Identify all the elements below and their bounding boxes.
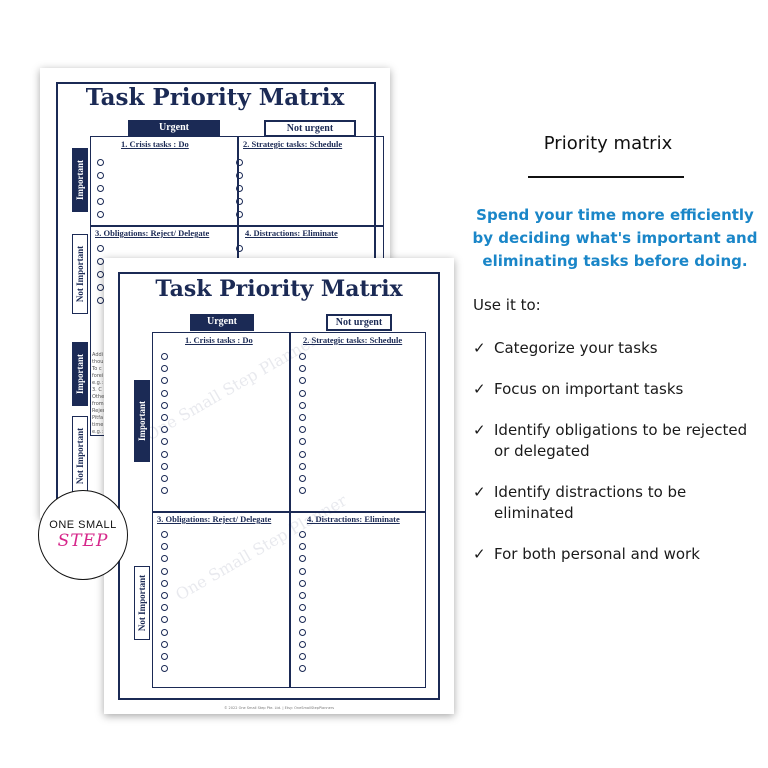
- checkbox-list: [97, 245, 104, 310]
- important-side-label-2: Important: [72, 342, 88, 406]
- list-item: ✓Identify distractions to be eliminated: [473, 483, 687, 522]
- feature-list: ✓Categorize your tasks ✓Focus on importa…: [473, 338, 763, 585]
- panel-title: Priority matrix: [543, 133, 673, 154]
- sheet-title: Task Priority Matrix: [85, 84, 345, 111]
- matrix-grid: 1. Crisis tasks : Do 2. Strategic tasks:…: [152, 332, 426, 688]
- quadrant-heading-4: 4. Distractions: Eliminate: [307, 514, 400, 524]
- sheet-frame: [118, 272, 440, 700]
- check-icon: ✓: [473, 483, 486, 501]
- not-urgent-label: Not urgent: [326, 314, 392, 331]
- checkbox-list: [299, 353, 306, 499]
- check-icon: ✓: [473, 421, 486, 439]
- quadrant-heading-2: 2. Strategic tasks: Schedule: [303, 335, 403, 345]
- sheet-title: Task Priority Matrix: [155, 276, 403, 302]
- quadrant-heading-3: 3. Obligations: Reject/ Delegate: [157, 514, 272, 524]
- important-side-label: Important: [72, 148, 88, 212]
- sheet-footer: © 2022 One Small Step Pte. Ltd. | Etsy: …: [223, 706, 335, 710]
- quadrant-heading-1: 1. Crisis tasks : Do: [185, 335, 253, 345]
- urgent-label: Urgent: [128, 120, 220, 137]
- front-worksheet: Task Priority Matrix Urgent Not urgent 1…: [104, 258, 454, 714]
- urgent-label: Urgent: [190, 314, 254, 331]
- not-important-side-label-2: Not Important: [72, 416, 88, 496]
- not-important-side-label: Not Important: [72, 234, 88, 314]
- checkbox-list: [236, 159, 243, 224]
- checkbox-list: [97, 159, 104, 224]
- not-important-side-label: Not Important: [134, 566, 150, 640]
- list-item: ✓Categorize your tasks: [473, 339, 658, 357]
- list-item: ✓Identify obligations to be rejected or …: [473, 421, 748, 460]
- quadrant-heading-2: 2. Strategic tasks: Schedule: [243, 139, 343, 149]
- one-small-step-logo: ONE SMALL STEP: [38, 490, 128, 580]
- quadrant-heading-1: 1. Crisis tasks : Do: [121, 139, 189, 149]
- list-item: ✓For both personal and work: [473, 545, 700, 563]
- quadrant-heading-3: 3. Obligations: Reject/ Delegate: [95, 228, 210, 238]
- check-icon: ✓: [473, 339, 486, 357]
- use-it-label: Use it to:: [473, 296, 541, 314]
- list-item: ✓Focus on important tasks: [473, 380, 684, 398]
- check-icon: ✓: [473, 545, 486, 563]
- checkbox-list: [236, 245, 243, 258]
- title-divider: [528, 176, 684, 178]
- check-icon: ✓: [473, 380, 486, 398]
- not-urgent-label: Not urgent: [264, 120, 356, 137]
- important-side-label: Important: [134, 380, 150, 462]
- checkbox-list: [299, 531, 306, 677]
- panel-tagline: Spend your time more efficiently by deci…: [472, 206, 758, 270]
- checkbox-list: [161, 531, 168, 677]
- quadrant-heading-4: 4. Distractions: Eliminate: [245, 228, 338, 238]
- checkbox-list: [161, 353, 168, 499]
